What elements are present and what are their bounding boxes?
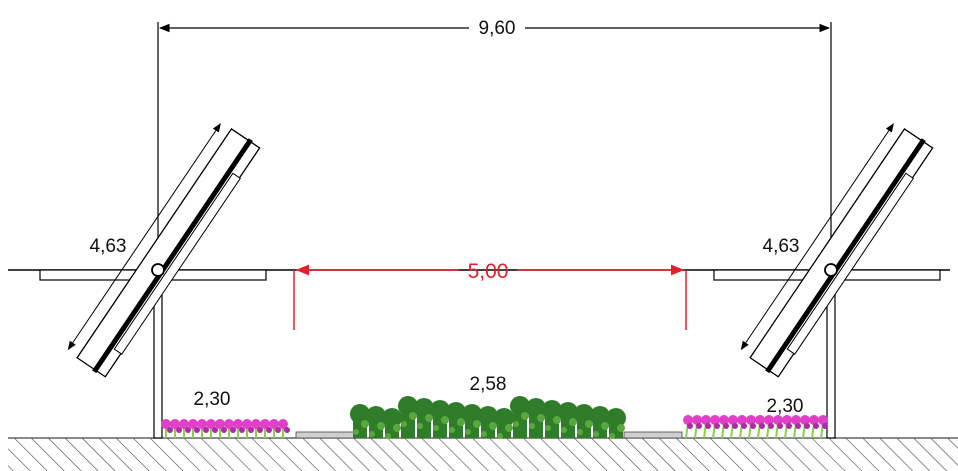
flower-bed-icon bbox=[233, 419, 243, 429]
dimension-label-strip-left: 2,30 bbox=[194, 389, 231, 410]
flower-bed-icon bbox=[251, 419, 261, 429]
shrub-icon bbox=[398, 396, 418, 416]
shrub-icon bbox=[430, 400, 450, 420]
dimension-clear-gap: 5,00 bbox=[293, 260, 687, 330]
panel-right bbox=[740, 123, 934, 378]
flower-bed-icon bbox=[260, 419, 270, 429]
flower-bed-icon bbox=[188, 419, 198, 429]
flower-bed-icon bbox=[809, 415, 819, 425]
gravel-right bbox=[623, 431, 683, 439]
flower-bed-icon bbox=[269, 419, 279, 429]
flower-bed-icon bbox=[692, 415, 702, 425]
flower-bed-icon bbox=[197, 419, 207, 429]
pivot-left bbox=[151, 263, 165, 277]
flower-bed-icon bbox=[179, 419, 189, 429]
shrub-icon bbox=[446, 402, 466, 422]
flower-bed-icon bbox=[701, 415, 711, 425]
dimension-label-span-total: 9,60 bbox=[479, 18, 516, 39]
shrub-icon bbox=[366, 406, 386, 426]
shrub-icon bbox=[414, 398, 434, 418]
flower-bed-right bbox=[683, 415, 828, 439]
flower-bed-icon bbox=[215, 419, 225, 429]
dimension-label-strip-right: 2,30 bbox=[767, 396, 804, 417]
dimension-span-total: 9,60 bbox=[157, 18, 832, 270]
flower-bed-icon bbox=[746, 415, 756, 425]
shrub-icon bbox=[558, 402, 578, 422]
gravel-left bbox=[295, 431, 355, 439]
shrub-icon bbox=[526, 398, 546, 418]
flower-bed-icon bbox=[773, 415, 783, 425]
flower-bed-icon bbox=[278, 419, 288, 429]
flower-bed-icon bbox=[800, 415, 810, 425]
dimension-label-strip-center: 2,58 bbox=[470, 374, 507, 395]
shrub-icon bbox=[350, 404, 370, 424]
panel-left bbox=[67, 123, 261, 378]
flower-bed-icon bbox=[818, 415, 828, 425]
flower-bed-icon bbox=[206, 419, 216, 429]
flower-bed-icon bbox=[242, 419, 252, 429]
shrub-icon bbox=[494, 408, 514, 428]
shrub-icon bbox=[478, 406, 498, 426]
dimension-label-panel-right: 4,63 bbox=[763, 236, 800, 257]
dimension-label-clear-gap: 5,00 bbox=[468, 260, 509, 283]
flower-bed-left bbox=[161, 419, 290, 438]
flower-bed-icon bbox=[791, 415, 801, 425]
flower-bed-icon bbox=[710, 415, 720, 425]
flower-bed-icon bbox=[161, 419, 171, 429]
pivot-right bbox=[824, 263, 838, 277]
shrub-icon bbox=[382, 408, 402, 428]
shrub-icon bbox=[574, 404, 594, 424]
shrub-icon bbox=[542, 400, 562, 420]
ground bbox=[8, 437, 958, 471]
flower-bed-icon bbox=[764, 415, 774, 425]
flower-bed-icon bbox=[782, 415, 792, 425]
shrub-icon bbox=[462, 404, 482, 424]
dimension-label-panel-left: 4,63 bbox=[90, 236, 127, 257]
pivot-circle-icon bbox=[151, 263, 165, 277]
shrub-bed-center bbox=[350, 396, 626, 439]
shrub-icon bbox=[606, 408, 626, 428]
shrub-icon bbox=[510, 396, 530, 416]
shrub-icon bbox=[590, 406, 610, 426]
flower-bed-icon bbox=[224, 419, 234, 429]
flower-bed-icon bbox=[683, 415, 693, 425]
flower-bed-icon bbox=[755, 415, 765, 425]
flower-bed-icon bbox=[737, 415, 747, 425]
flower-bed-icon bbox=[170, 419, 180, 429]
pivot-circle-icon bbox=[824, 263, 838, 277]
flower-bed-icon bbox=[728, 415, 738, 425]
flower-bed-icon bbox=[719, 415, 729, 425]
